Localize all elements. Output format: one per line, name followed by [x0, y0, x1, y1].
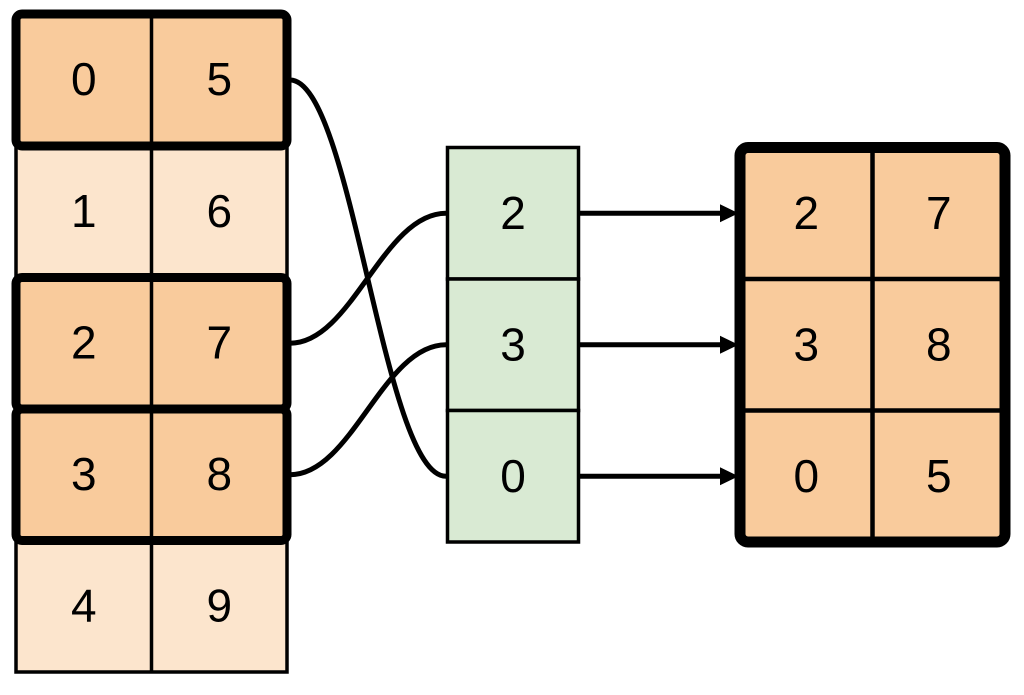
source-cell-value: 4: [71, 580, 97, 632]
source-cell-value: 5: [206, 53, 232, 105]
source-table: 1 6 4 9 0 5 2 7: [11, 9, 292, 674]
source-cell-value: 9: [206, 580, 232, 632]
source-cell-value: 6: [206, 185, 232, 237]
arrowhead-icon: [720, 335, 739, 354]
result-cell-value: 0: [793, 450, 819, 502]
result-cell-value: 2: [793, 187, 819, 239]
source-cell-value: 2: [71, 317, 97, 369]
result-cell-value: 3: [793, 319, 819, 371]
source-cell-value: 8: [206, 448, 232, 500]
result-cell-value: 7: [926, 187, 952, 239]
arrow-index1-to-result-row1: [578, 335, 739, 354]
result-cell-value: 5: [926, 450, 952, 502]
connector-curve-row3-to-index3: [289, 342, 447, 478]
result-table: 2 7 3 8 0 5: [734, 142, 1011, 548]
source-row-1: 1 6: [14, 144, 289, 280]
source-row-4: 4 9: [14, 538, 289, 674]
index-cell-value: 2: [500, 187, 526, 239]
source-cell-value: 0: [71, 53, 97, 105]
result-cell-value: 8: [926, 319, 952, 371]
index-to-result-arrows: [578, 204, 739, 486]
source-cell-value: 3: [71, 448, 97, 500]
source-to-index-connectors: [289, 77, 447, 479]
connector-curve-row2-to-index2: [289, 210, 447, 346]
index-cell-2-background: [445, 408, 581, 544]
result-table-border: [734, 142, 1011, 548]
arrow-index2-to-result-row2: [578, 467, 739, 486]
arrowhead-icon: [720, 467, 739, 486]
source-row-2-highlighted: 2 7: [11, 273, 292, 414]
index-column: 2 3 0: [445, 145, 581, 544]
arrowhead-icon: [720, 204, 739, 223]
source-row-3-highlighted: 3 8: [11, 404, 292, 545]
source-cell-value: 7: [206, 317, 232, 369]
arrow-index0-to-result-row0: [578, 204, 739, 223]
index-cell-value: 0: [500, 450, 526, 502]
source-row-0-highlighted: 0 5: [11, 9, 292, 151]
source-cell-value: 1: [71, 185, 97, 237]
index-cell-value: 3: [500, 319, 526, 371]
